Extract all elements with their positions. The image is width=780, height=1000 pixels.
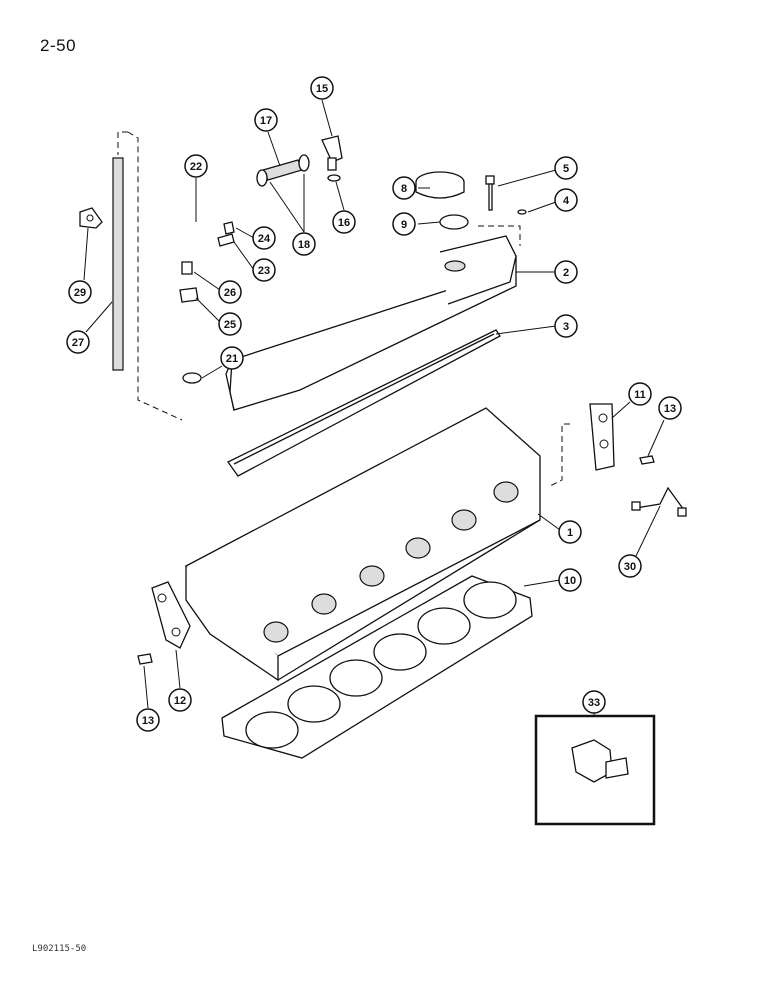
oil-filler-cap xyxy=(415,171,469,230)
svg-text:16: 16 xyxy=(338,217,350,229)
valve-cover-gasket xyxy=(227,329,501,477)
svg-text:23: 23 xyxy=(258,265,270,277)
callout-33: 33 xyxy=(582,690,606,714)
svg-text:5: 5 xyxy=(563,163,569,175)
svg-text:21: 21 xyxy=(226,353,238,365)
svg-text:15: 15 xyxy=(316,83,328,95)
breather-hose xyxy=(256,154,310,187)
callout-21: 21 xyxy=(220,346,244,370)
callout-13-front: 13 xyxy=(658,396,682,420)
svg-text:30: 30 xyxy=(624,561,636,573)
callout-29: 29 xyxy=(68,280,92,304)
svg-text:12: 12 xyxy=(174,695,186,707)
lifting-bracket-rear xyxy=(137,581,191,665)
callout-25: 25 xyxy=(218,312,242,336)
cover-bolt xyxy=(478,175,527,246)
svg-text:13: 13 xyxy=(142,715,154,727)
callout-1: 1 xyxy=(558,520,582,544)
hose-clamp-21 xyxy=(182,372,202,384)
svg-text:26: 26 xyxy=(224,287,236,299)
svg-text:10: 10 xyxy=(564,575,576,587)
callout-26: 26 xyxy=(218,280,242,304)
svg-text:13: 13 xyxy=(664,403,676,415)
svg-text:4: 4 xyxy=(563,195,570,207)
page-number: 2-50 xyxy=(40,36,77,55)
dipstick-clip xyxy=(79,207,103,229)
head-gasket xyxy=(221,575,533,759)
callout-13-rear: 13 xyxy=(136,708,160,732)
oil-line xyxy=(631,486,687,517)
svg-text:33: 33 xyxy=(588,697,600,709)
callout-22: 22 xyxy=(184,154,208,178)
svg-text:3: 3 xyxy=(563,321,569,333)
callout-9: 9 xyxy=(392,212,416,236)
figure-code: L902115-50 xyxy=(32,944,87,954)
breather-fitting xyxy=(321,135,343,182)
cylinder-head xyxy=(185,407,541,682)
callout-17: 17 xyxy=(254,108,278,132)
callout-18: 18 xyxy=(292,232,316,256)
lifting-bracket-front xyxy=(549,403,655,487)
svg-text:17: 17 xyxy=(260,115,272,127)
svg-text:25: 25 xyxy=(224,319,236,331)
inset-plug-box xyxy=(534,714,656,826)
callout-3: 3 xyxy=(554,314,578,338)
svg-text:27: 27 xyxy=(72,337,84,349)
leader-lines xyxy=(83,99,665,716)
svg-text:29: 29 xyxy=(74,287,86,299)
callout-2: 2 xyxy=(554,260,578,284)
callout-11: 11 xyxy=(628,382,652,406)
callout-10: 10 xyxy=(558,568,582,592)
callout-15: 15 xyxy=(310,76,334,100)
callout-23: 23 xyxy=(252,258,276,282)
dipstick-tube xyxy=(112,131,183,421)
callout-12: 12 xyxy=(168,688,192,712)
callout-24: 24 xyxy=(252,226,276,250)
svg-text:2: 2 xyxy=(563,267,569,279)
svg-text:24: 24 xyxy=(258,233,271,245)
svg-text:9: 9 xyxy=(401,219,407,231)
svg-text:8: 8 xyxy=(401,183,407,195)
callout-30: 30 xyxy=(618,554,642,578)
svg-text:18: 18 xyxy=(298,239,310,251)
callout-16: 16 xyxy=(332,210,356,234)
callout-4: 4 xyxy=(554,188,578,212)
callout-8: 8 xyxy=(392,176,416,200)
valve-cover xyxy=(225,235,517,411)
svg-text:22: 22 xyxy=(190,161,202,173)
callout-27: 27 xyxy=(66,330,90,354)
svg-text:11: 11 xyxy=(634,389,646,401)
svg-text:1: 1 xyxy=(567,527,573,539)
callout-5: 5 xyxy=(554,156,578,180)
